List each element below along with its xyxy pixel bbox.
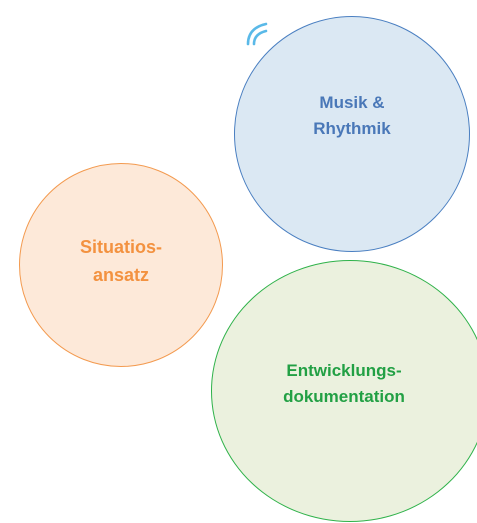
bubble-label-entwicklungsdokumentation: Entwicklungs- dokumentation bbox=[283, 360, 405, 406]
bubble-situationsansatz: Situatios- ansatz bbox=[19, 163, 223, 367]
bubble-entwicklungsdokumentation: Entwicklungs- dokumentation bbox=[211, 260, 477, 522]
bubble-musik-rhythmik: Musik & Rhythmik bbox=[234, 16, 470, 252]
bubble-label-musik-rhythmik: Musik & Rhythmik bbox=[313, 92, 391, 138]
wireless-signal-icon bbox=[245, 20, 269, 46]
bubble-label-situationsansatz: Situatios- ansatz bbox=[79, 237, 162, 285]
